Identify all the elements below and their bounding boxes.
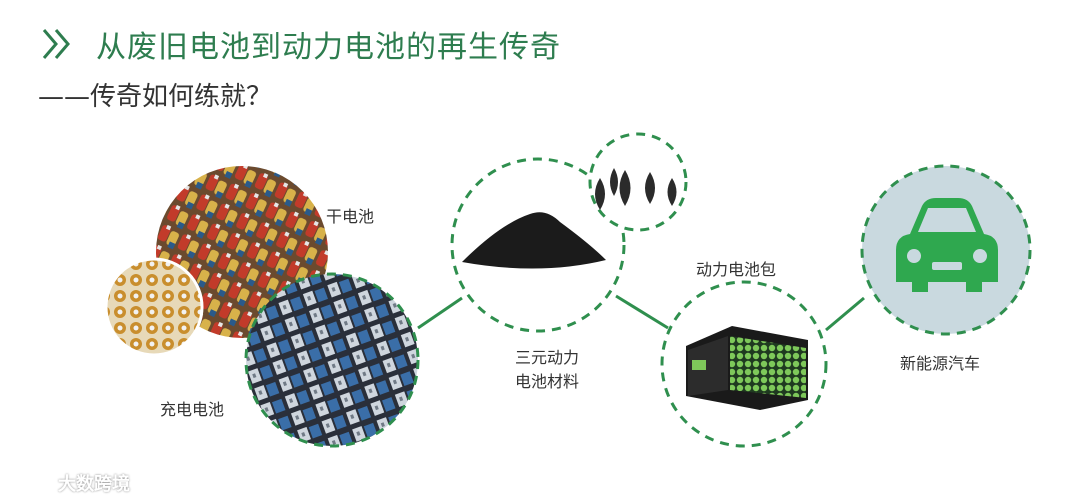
battery-pack-image [686, 326, 808, 410]
title-row: 从废旧电池到动力电池的再生传奇 [38, 22, 561, 66]
ev-label: 新能源汽车 [899, 354, 980, 373]
rechargeable-battery-label: 充电电池 [160, 400, 225, 419]
dry-battery-label: 干电池 [326, 207, 375, 226]
powder-icon-ring [588, 132, 688, 232]
aa-battery-image [104, 257, 204, 357]
double-chevron-icon [42, 29, 70, 59]
page-subtitle: ——传奇如何练就？ [38, 82, 273, 112]
ternary-material-label: 三元动力 电池材料 [492, 346, 602, 394]
ternary-material-label-line1: 三元动力 [514, 348, 579, 367]
connector-line [615, 294, 669, 330]
car-icon [896, 198, 998, 292]
rechargeable-dashed-ring [244, 272, 420, 448]
connector-line [825, 296, 865, 332]
watermark-logo-icon [10, 472, 52, 493]
connector-line [417, 296, 463, 330]
watermark-text: 大数跨境 [58, 474, 130, 495]
black-powder-pile [462, 212, 606, 269]
powder-droplets-icon [595, 168, 677, 210]
page-title: 从废旧电池到动力电池的再生传奇 [96, 30, 561, 65]
rechargeable-battery-image [246, 274, 418, 446]
watermark: 大数跨境 [8, 470, 130, 496]
power-pack-label: 动力电池包 [695, 260, 776, 279]
ternary-material-label-line2: 电池材料 [514, 372, 579, 391]
